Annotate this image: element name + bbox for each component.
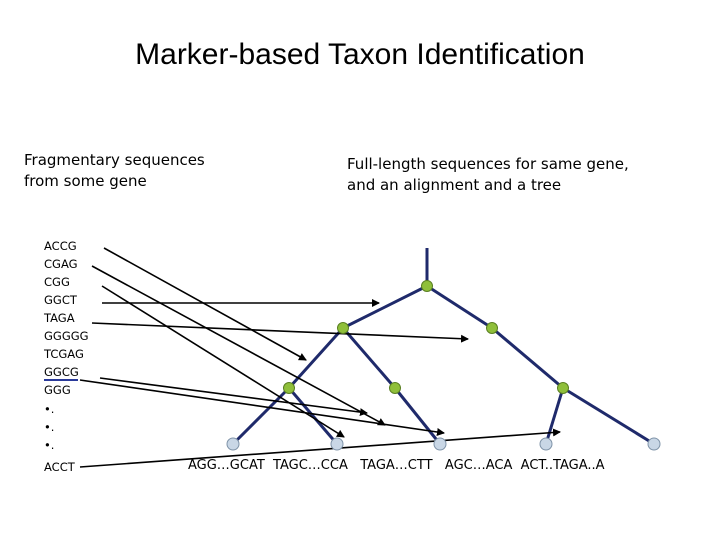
leaf-node xyxy=(330,437,344,451)
internal-node xyxy=(486,322,498,334)
tree-edge xyxy=(341,327,397,389)
leaf-node xyxy=(226,437,240,451)
internal-nodes xyxy=(283,280,569,394)
fragment-item-highlighted: GGCG xyxy=(44,365,79,379)
leaf-node xyxy=(433,437,447,451)
leaf-node xyxy=(647,437,661,451)
tree-edge xyxy=(342,284,428,330)
tree-edge xyxy=(426,284,493,330)
fragment-ellipsis: •. xyxy=(44,438,55,452)
placement-arrow xyxy=(103,247,307,361)
placement-arrow xyxy=(91,265,386,426)
full-length-caption: Full-length sequences for same gene, and… xyxy=(347,155,629,194)
leaf-node xyxy=(539,437,553,451)
placement-arrow xyxy=(101,285,345,438)
placement-arrows xyxy=(79,247,561,468)
internal-node xyxy=(389,382,401,394)
fragment-item: CGG xyxy=(44,275,70,289)
tree-edge xyxy=(393,387,442,445)
leaf-nodes xyxy=(226,437,661,451)
full-length-sequences: AGG…GCAT TAGC…CCA TAGA…CTT AGC…ACA ACT..… xyxy=(188,458,605,473)
internal-node xyxy=(337,322,349,334)
fragment-item: ACCG xyxy=(44,239,77,253)
fragment-item: CGAG xyxy=(44,257,78,271)
fragmentary-caption: Fragmentary sequences from some gene xyxy=(24,151,205,190)
internal-node xyxy=(283,382,295,394)
placement-arrow xyxy=(79,379,445,436)
fragment-ellipsis: •. xyxy=(44,420,55,434)
fragment-ellipsis: •. xyxy=(44,402,55,416)
fragment-item: ACCT xyxy=(44,460,75,474)
placement-arrow xyxy=(79,428,561,468)
slide-title: Marker-based Taxon Identification xyxy=(135,38,585,71)
fragment-item: GGG xyxy=(44,383,71,397)
tree-edges xyxy=(231,248,655,446)
tree-edge xyxy=(544,387,565,445)
tree-edge xyxy=(287,326,345,390)
tree-edge xyxy=(491,326,564,390)
fragment-item: TCGAG xyxy=(44,347,84,361)
tree-edge xyxy=(287,387,339,445)
fragment-item: TAGA xyxy=(44,311,75,325)
internal-node xyxy=(557,382,569,394)
tree-edge xyxy=(562,386,655,446)
fragment-item: GGCT xyxy=(44,293,77,307)
placement-arrow xyxy=(91,322,469,343)
placement-arrow xyxy=(99,377,368,417)
internal-node xyxy=(421,280,433,292)
fragment-item: GGGGG xyxy=(44,329,89,343)
